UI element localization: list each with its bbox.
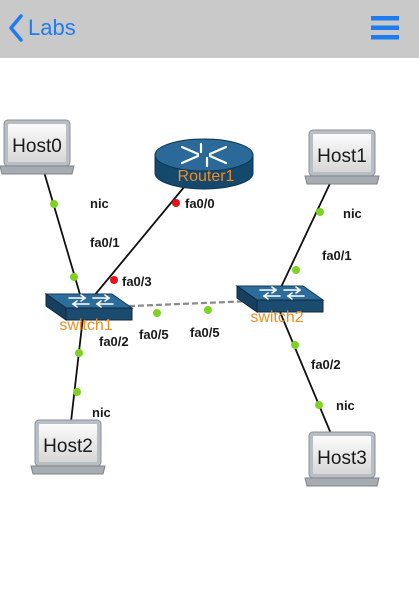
port-label: fa0/5 [190,325,220,340]
port-status-dot [315,401,323,409]
port-label: fa0/2 [99,334,129,349]
device-label: switch1 [59,317,112,334]
device-label: switch2 [250,309,303,326]
port-status-dot [70,273,78,281]
port-status-dot [316,208,324,216]
switch-arrows-icon [259,286,305,300]
switch-arrows-icon [68,294,114,308]
device-host2[interactable]: Host2 [30,419,106,475]
port-status-dot [50,200,58,208]
laptop-screen [313,134,371,172]
port-status-dot [291,341,299,349]
port-status-dot [75,349,83,357]
device-host1[interactable]: Host1 [304,129,380,185]
laptop-base [304,175,380,185]
router-arrows-icon [180,142,228,168]
laptop-screen [313,436,371,474]
chevron-left-icon [9,14,23,42]
device-label: Host1 [317,146,367,167]
port-status-dot [153,309,161,317]
port-label: fa0/0 [185,196,215,211]
port-label: fa0/3 [122,274,152,289]
back-label: Labs [28,15,76,40]
device-router1[interactable]: Router1 [154,138,254,190]
port-label: fa0/5 [139,327,169,342]
back-button[interactable]: Labs [8,10,76,46]
port-status-dot [172,199,180,207]
laptop-base [30,465,106,475]
laptop-screen [8,124,66,162]
port-label: fa0/1 [322,248,352,263]
device-switch1[interactable]: switch1 [44,293,134,334]
device-label: Host0 [12,136,62,157]
laptop-base [304,477,380,487]
device-label: Router1 [178,168,235,185]
switch-front [65,307,133,321]
ports-layer: nic fa0/1 fa0/0 fa0/3 fa0/2 nic fa0/5 fa0/5 nic f… [50,196,362,420]
hamburger-menu-icon [371,16,399,40]
device-switch2[interactable]: switch2 [235,285,325,326]
port-status-dot [73,388,81,396]
port-label: nic [343,206,362,221]
port-label: nic [336,398,355,413]
laptop-screen [39,424,97,462]
port-label: fa0/1 [90,235,120,250]
device-label: Host2 [43,436,93,457]
laptop-base [0,165,75,175]
device-host0[interactable]: Host0 [0,119,75,175]
port-label: nic [92,405,111,420]
port-status-dot [292,266,300,274]
device-label: Host3 [317,448,367,469]
device-host3[interactable]: Host3 [304,431,380,487]
port-label: fa0/2 [311,357,341,372]
router-top [154,138,254,172]
port-status-dot [110,276,118,284]
port-label: nic [90,196,109,211]
navigation-bar: Labs [0,0,419,58]
switch-front [256,299,324,313]
link-host0-switch1[interactable] [36,147,85,309]
menu-button[interactable] [371,15,399,41]
port-status-dot [204,306,212,314]
